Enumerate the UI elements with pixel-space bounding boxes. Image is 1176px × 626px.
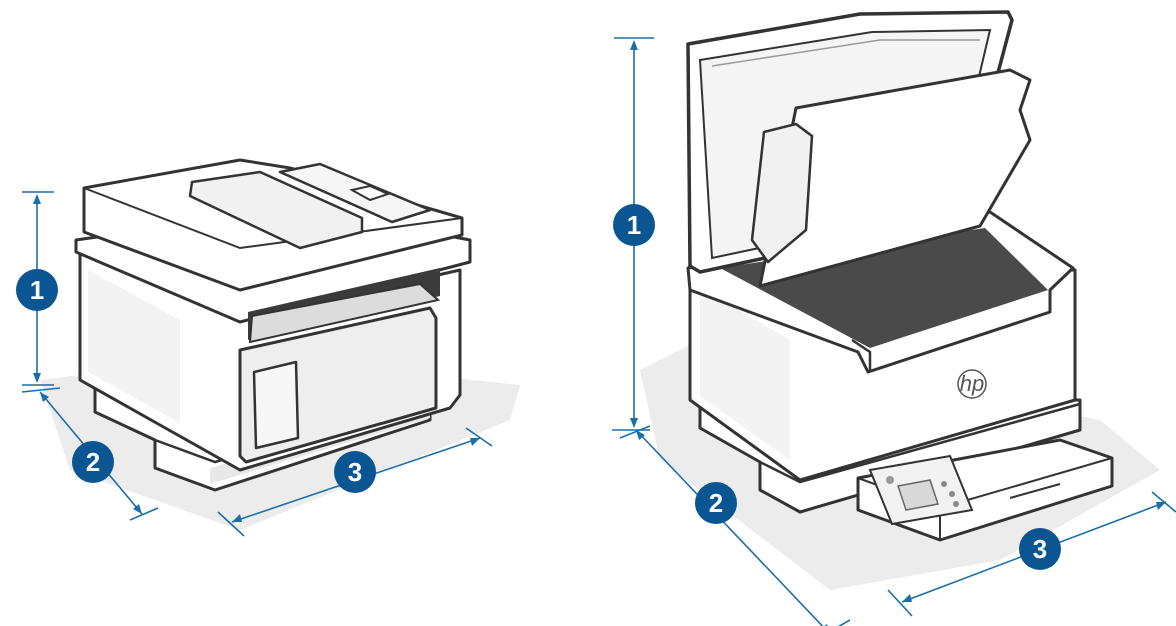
door-handle xyxy=(252,360,300,450)
adf-tray xyxy=(758,68,1032,288)
callout-label: 3 xyxy=(1033,534,1047,564)
callout-depth-open: 2 xyxy=(695,482,737,524)
callout-label: 2 xyxy=(709,488,723,518)
adf-cover xyxy=(278,162,432,224)
callout-label: 3 xyxy=(348,457,362,487)
printer-open: hp xyxy=(640,10,1160,590)
output-tray xyxy=(248,282,441,344)
printer-closed xyxy=(40,158,520,530)
side-panel xyxy=(88,270,180,423)
logo-text: hp xyxy=(960,371,984,396)
side-panel xyxy=(700,288,790,460)
hp-logo: hp xyxy=(957,369,987,399)
adf-tray xyxy=(188,170,364,250)
callout-label: 1 xyxy=(627,210,641,240)
control-display xyxy=(897,479,939,511)
callout-label: 2 xyxy=(86,447,100,477)
callout-width-open: 3 xyxy=(1019,528,1061,570)
callout-label: 1 xyxy=(30,275,44,305)
callout-height-closed: 1 xyxy=(16,269,58,311)
callout-width-closed: 3 xyxy=(334,451,376,493)
callout-height-open: 1 xyxy=(613,204,655,246)
callout-depth-closed: 2 xyxy=(72,441,114,483)
adf-guide xyxy=(750,122,814,264)
